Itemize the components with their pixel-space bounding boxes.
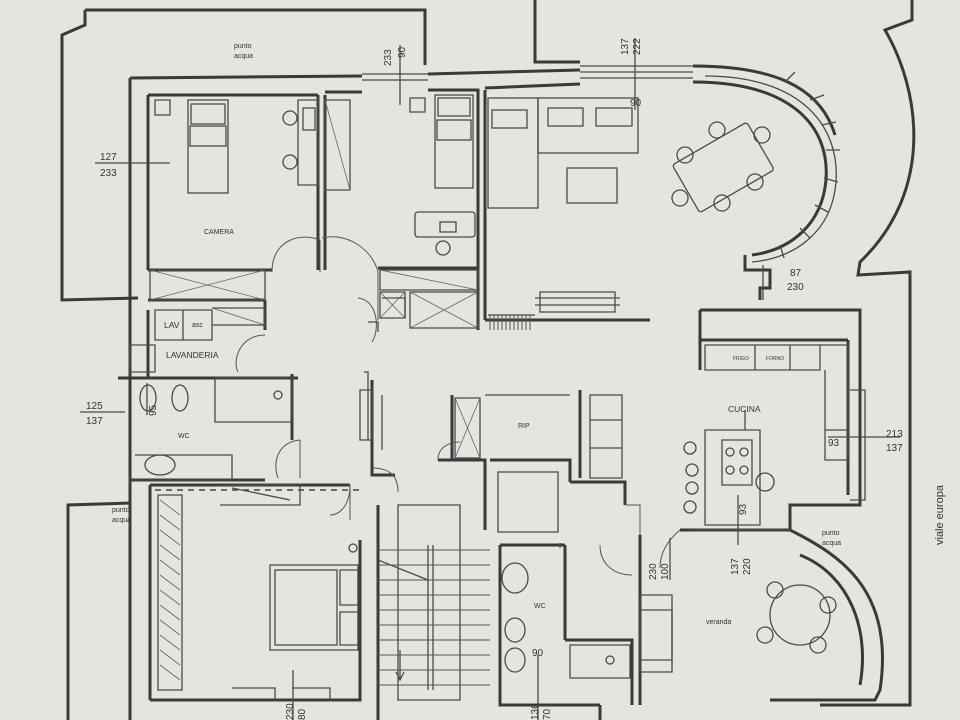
note-punto-acqua-top: punto bbox=[234, 43, 252, 50]
dim-80: 80 bbox=[297, 708, 308, 720]
dim-137-c: 137 bbox=[886, 443, 903, 454]
dim-87: 87 bbox=[790, 268, 802, 279]
dim-90-c: 90 bbox=[532, 648, 544, 659]
dim-222: 222 bbox=[632, 38, 643, 55]
room-wc-center: WC bbox=[534, 603, 546, 610]
dim-137-a: 137 bbox=[620, 38, 631, 55]
room-asc: asc bbox=[192, 322, 203, 329]
notes: punto acqua punto acqua punto acqua vial… bbox=[112, 43, 946, 547]
room-frigo: FRIGO bbox=[733, 356, 749, 362]
note-punto-acqua-left-2: acqua bbox=[112, 517, 131, 524]
note-punto-acqua-left: punto bbox=[112, 507, 130, 514]
dim-230-b: 230 bbox=[648, 563, 659, 580]
note-punto-acqua-right: punto bbox=[822, 530, 840, 537]
dim-127: 127 bbox=[100, 152, 117, 163]
detail-lines bbox=[129, 65, 866, 701]
dimension-labels: 127 233 90 233 222 137 90 87 230 125 137… bbox=[86, 38, 903, 720]
dim-136: 136 bbox=[530, 703, 541, 720]
dim-125: 125 bbox=[86, 401, 103, 412]
note-punto-acqua-right-2: acqua bbox=[822, 540, 841, 547]
site-outline bbox=[60, 0, 916, 720]
room-camera: CAMERA bbox=[204, 229, 234, 236]
dim-95: 95 bbox=[148, 404, 159, 416]
dim-93-b: 93 bbox=[738, 503, 749, 515]
room-cucina: CUCINA bbox=[728, 404, 761, 414]
room-lav: LAV bbox=[164, 320, 180, 330]
dim-70: 70 bbox=[542, 708, 553, 720]
street-name: viale europa bbox=[934, 484, 946, 545]
dim-137-d: 137 bbox=[730, 558, 741, 575]
dim-137-b: 137 bbox=[86, 416, 103, 427]
note-punto-acqua-top-2: acqua bbox=[234, 53, 253, 60]
dim-230-a: 230 bbox=[787, 282, 804, 293]
furniture bbox=[80, 38, 900, 720]
room-forno: FORNO bbox=[766, 356, 784, 362]
room-wc-left: WC bbox=[178, 433, 190, 440]
dim-100: 100 bbox=[660, 563, 671, 580]
main-walls bbox=[118, 64, 884, 720]
dim-233-b: 233 bbox=[383, 49, 394, 66]
room-rip: RIP bbox=[518, 423, 530, 430]
dim-93-a: 93 bbox=[828, 438, 840, 449]
dim-213: 213 bbox=[886, 429, 903, 440]
dim-233-a: 233 bbox=[100, 168, 117, 179]
dim-220: 220 bbox=[742, 558, 753, 575]
room-lavanderia: LAVANDERIA bbox=[166, 350, 219, 360]
room-veranda: veranda bbox=[706, 619, 731, 626]
dim-230-c: 230 bbox=[285, 703, 296, 720]
dim-90-a: 90 bbox=[397, 46, 408, 58]
dim-90-b: 90 bbox=[630, 98, 642, 109]
room-labels: CAMERA LAVANDERIA LAV asc WC RIP CUCINA … bbox=[164, 229, 784, 626]
